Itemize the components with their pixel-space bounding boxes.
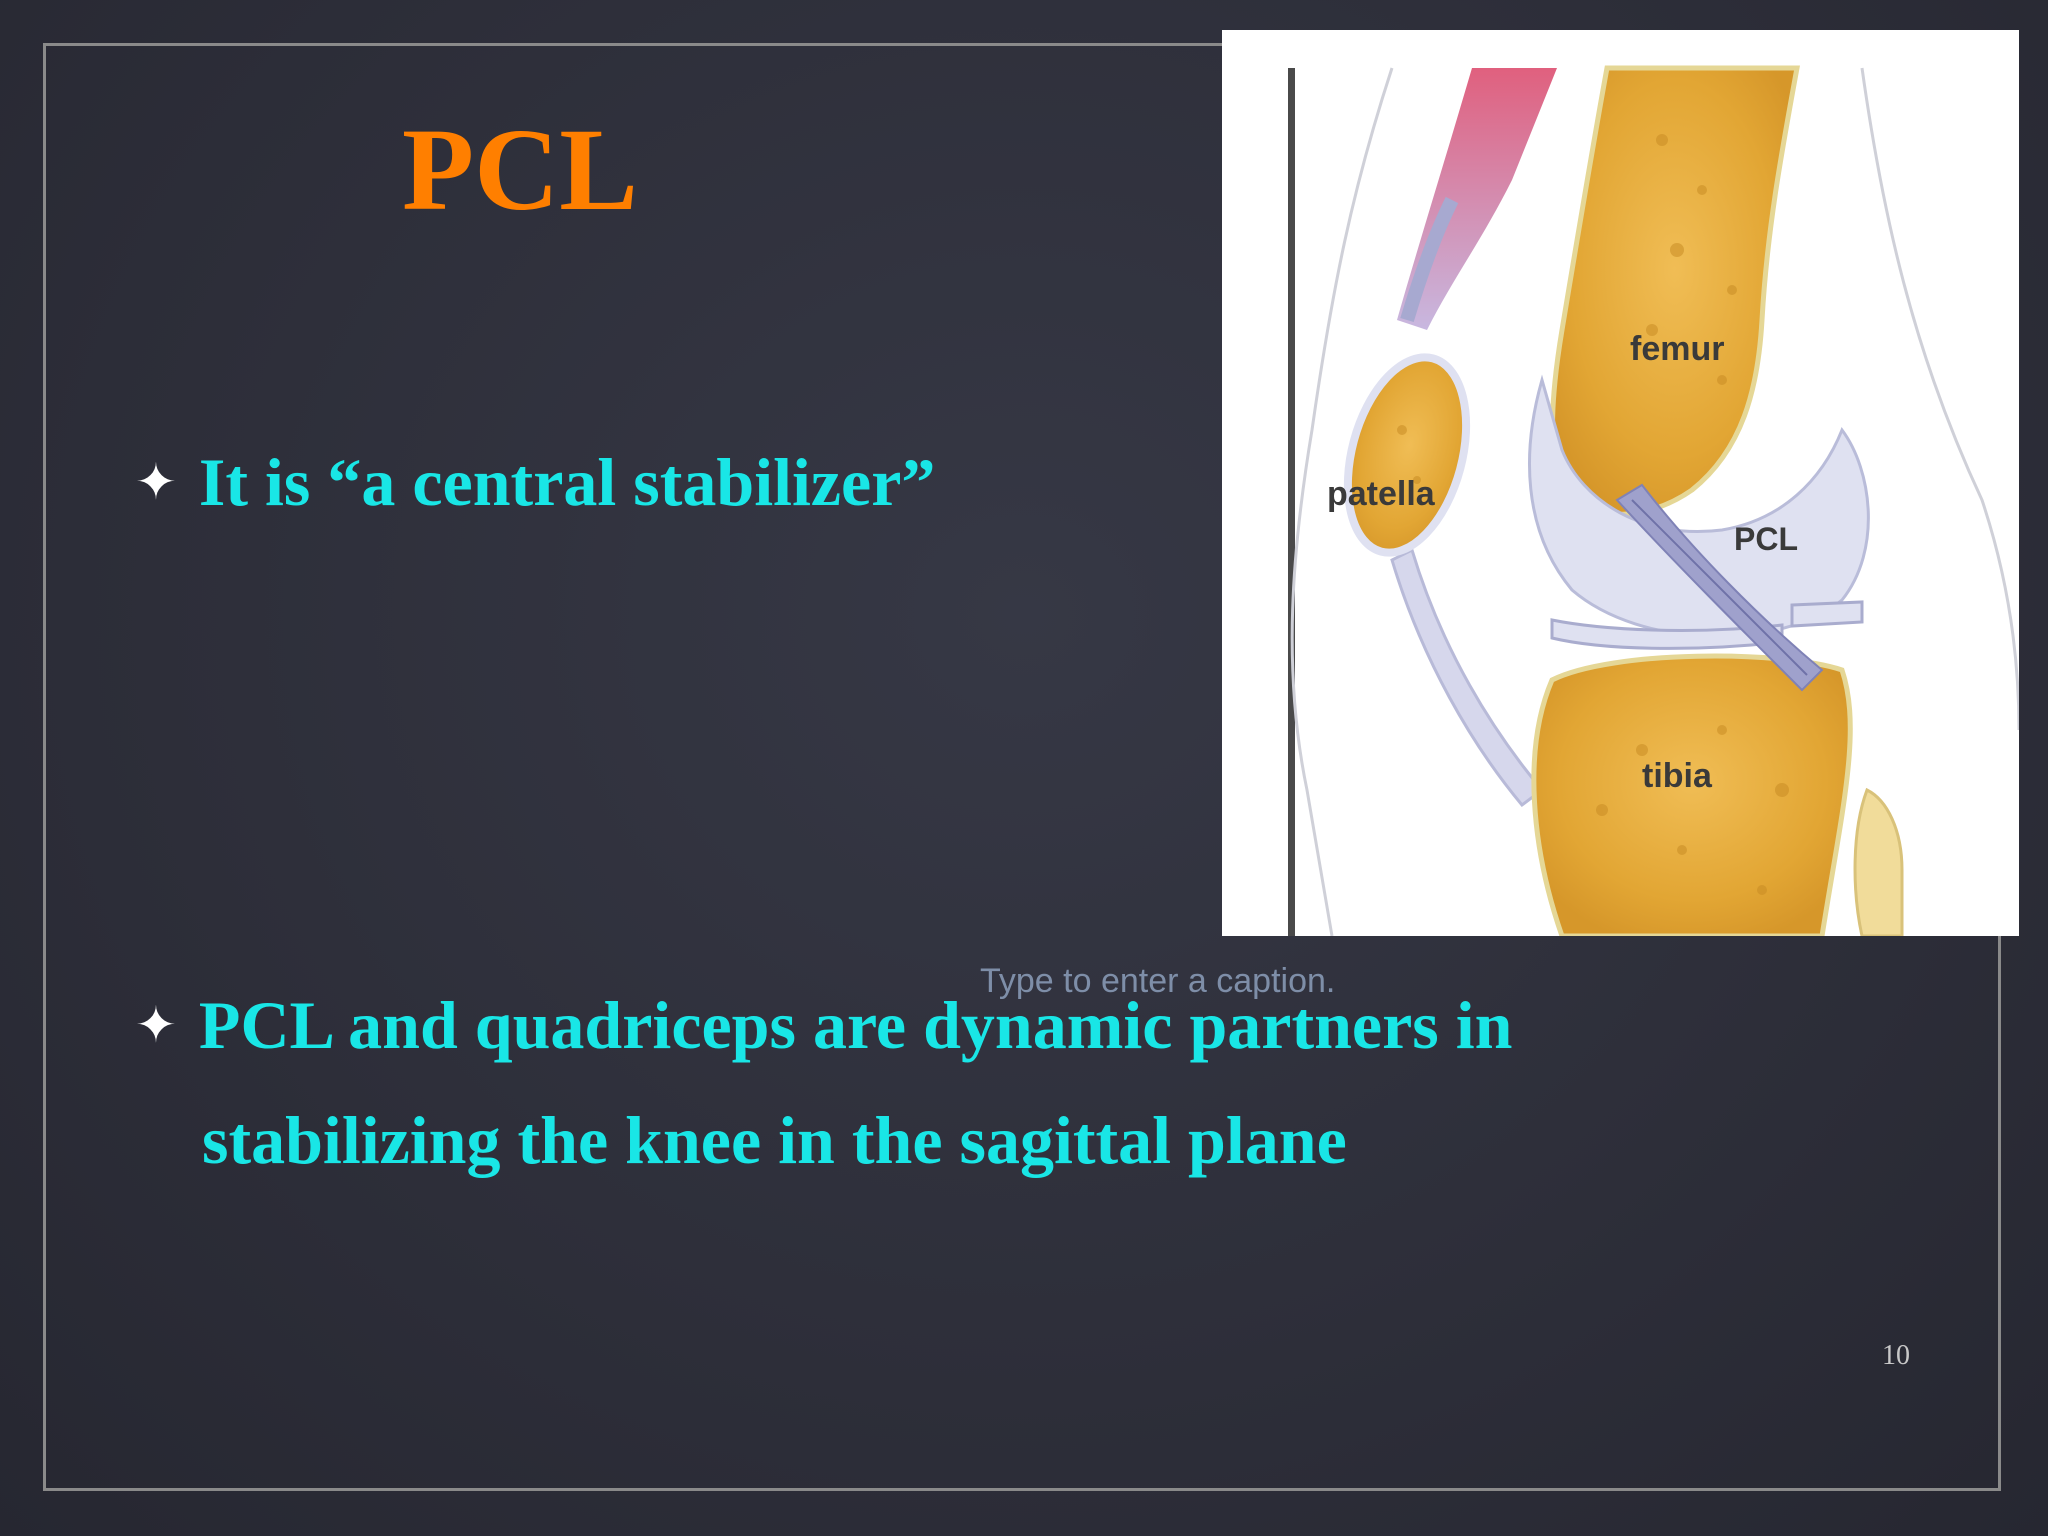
image-caption-placeholder[interactable]: Type to enter a caption.	[980, 962, 1336, 1000]
label-femur: femur	[1630, 330, 1724, 368]
slide-number: 10	[1882, 1340, 1910, 1371]
bullet-text: It is “a central stabilizer”	[198, 444, 936, 520]
bullet-dynamic-partners[interactable]: ✦ PCL and quadriceps are dynamic partners…	[135, 968, 1655, 1198]
star-bullet-icon: ✦	[135, 453, 177, 511]
knee-anatomy-image[interactable]: femur patella PCL tibia	[1222, 30, 2019, 936]
label-patella: patella	[1327, 475, 1436, 513]
label-tibia: tibia	[1642, 757, 1713, 795]
bullet-text-line-1: PCL and quadriceps are dynamic partners …	[198, 987, 1513, 1063]
reference-line	[1288, 68, 1295, 936]
bullet-text-line-2: stabilizing the knee in the sagittal pla…	[202, 1102, 1347, 1178]
bullet-central-stabilizer[interactable]: ✦ It is “a central stabilizer”	[135, 425, 1185, 540]
star-bullet-icon: ✦	[135, 996, 177, 1054]
label-pcl: PCL	[1734, 521, 1798, 557]
slide-title[interactable]: PCL	[402, 104, 638, 235]
